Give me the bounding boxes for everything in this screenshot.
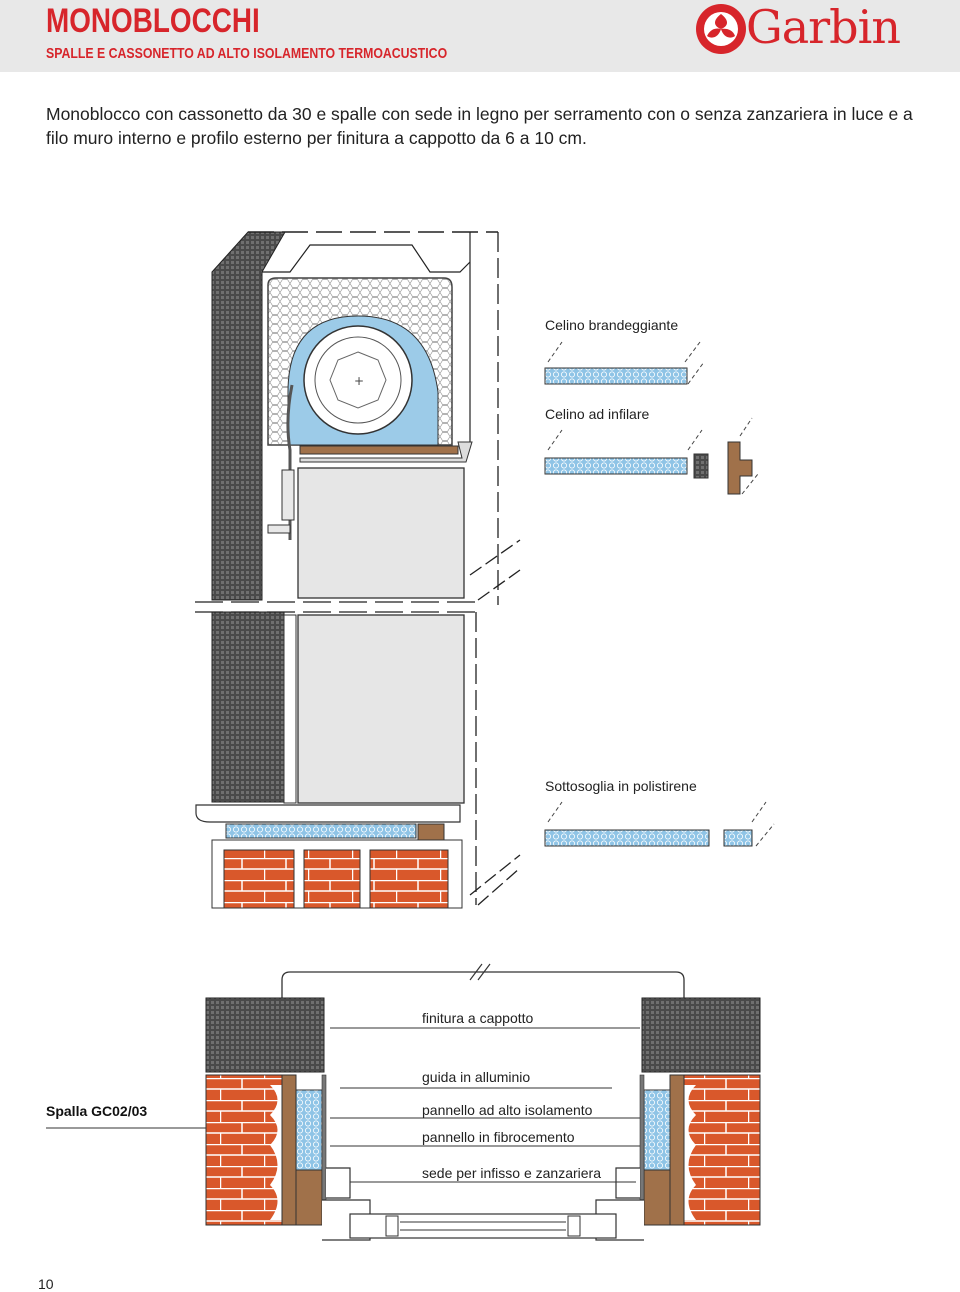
label-celino-brandeggiante: Celino brandeggiante bbox=[545, 317, 679, 333]
label-pannello-isolamento: pannello ad alto isolamento bbox=[422, 1102, 593, 1118]
page-subtitle: SPALLE E CASSONETTO AD ALTO ISOLAMENTO T… bbox=[46, 45, 448, 62]
vertical-section: + bbox=[195, 231, 521, 909]
sottosoglia-detail bbox=[544, 801, 775, 847]
label-sottosoglia: Sottosoglia in polistirene bbox=[545, 778, 697, 794]
page-number: 10 bbox=[38, 1276, 54, 1292]
celino-brandeggiante-detail bbox=[544, 341, 705, 385]
page-header: MONOBLOCCHI SPALLE E CASSONETTO AD ALTO … bbox=[0, 0, 960, 72]
label-finitura: finitura a cappotto bbox=[422, 1010, 534, 1026]
garbin-logo bbox=[696, 4, 746, 54]
svg-text:+: + bbox=[354, 374, 364, 388]
label-pannello-fibro: pannello in fibrocemento bbox=[422, 1129, 575, 1145]
section-label: Spalla GC02/03 bbox=[46, 1103, 148, 1119]
label-celino-infilare: Celino ad infilare bbox=[545, 406, 650, 422]
plan-section bbox=[46, 963, 761, 1241]
celino-infilare-detail bbox=[544, 417, 759, 495]
label-guida: guida in alluminio bbox=[422, 1069, 531, 1085]
label-sede: sede per infisso e zanzariera bbox=[422, 1165, 601, 1181]
page-title: MONOBLOCCHI bbox=[46, 2, 260, 40]
brand-name: Garbin bbox=[746, 0, 901, 54]
intro-text: Monoblocco con cassonetto da 30 e spalle… bbox=[46, 104, 913, 148]
